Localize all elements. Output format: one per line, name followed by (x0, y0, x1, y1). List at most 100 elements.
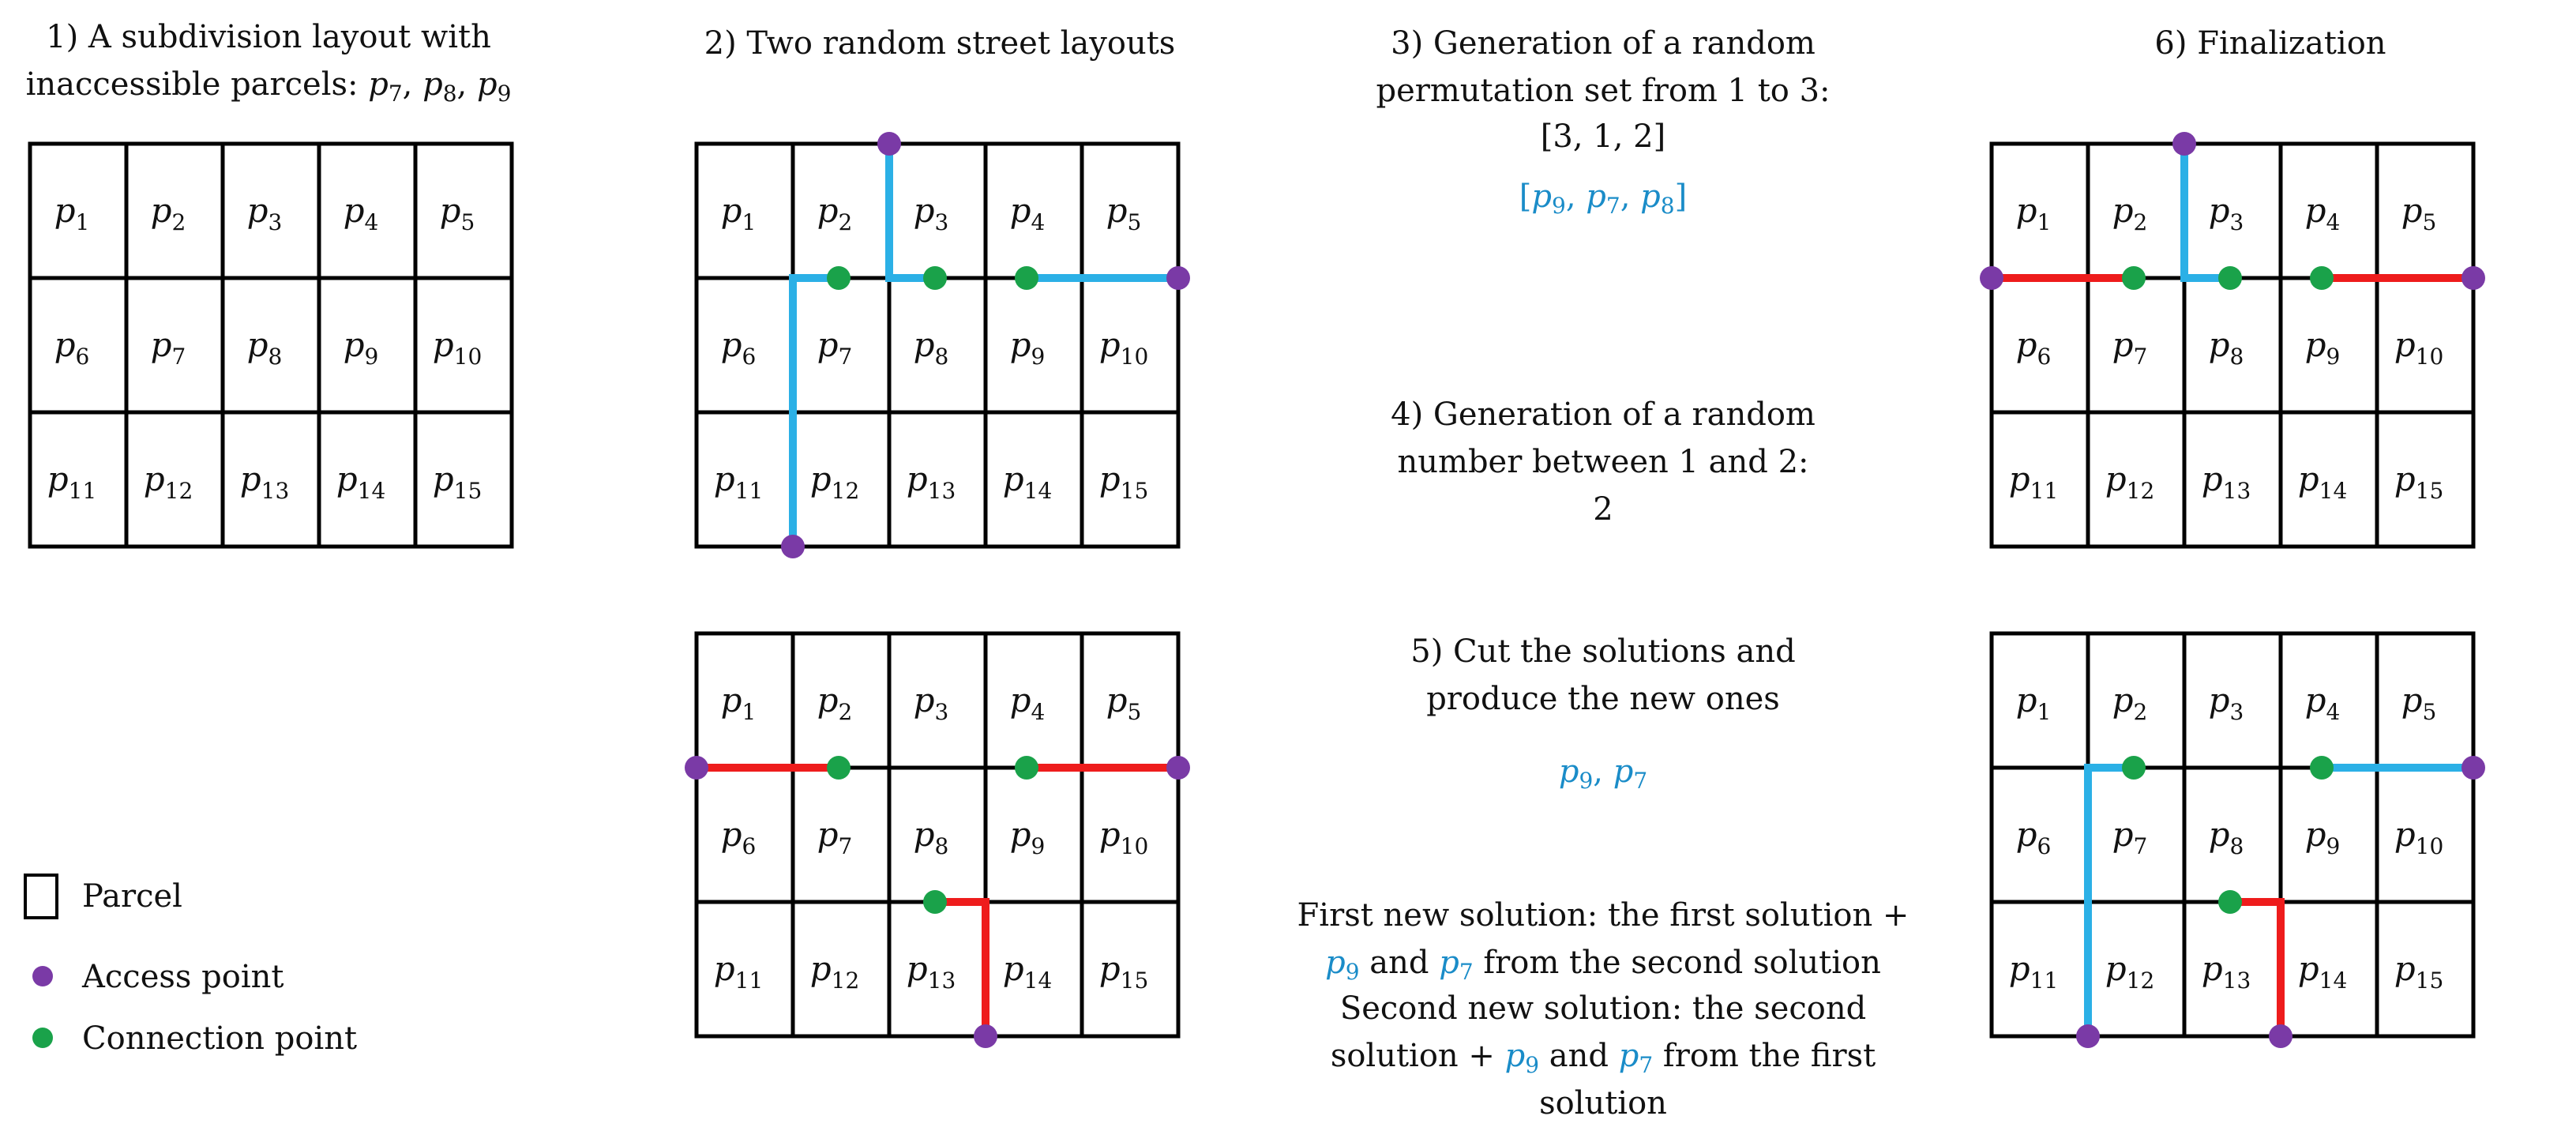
panel3-caption-line1: 3) Generation of a random (1391, 25, 1816, 62)
connection-point (923, 266, 947, 290)
parcel-label-p13: p13 (2202, 949, 2251, 994)
parcel-label-p1: p1 (721, 681, 757, 725)
parcel-label-p13: p13 (907, 949, 956, 994)
parcel-label-p7: p7 (817, 325, 853, 370)
parcel-label-p10: p10 (433, 325, 483, 370)
parcel-label-p9: p9 (2305, 815, 2341, 859)
legend: Parcel Access point Connection point (24, 874, 357, 1057)
explanation-line1: First new solution: the first solution + (1297, 897, 1909, 934)
connection-point (923, 890, 947, 914)
parcel-label-p12: p12 (144, 460, 193, 504)
legend-access-label: Access point (81, 959, 284, 995)
parcel-label-p15: p15 (1099, 949, 1149, 994)
parcel-label-p5: p5 (440, 191, 475, 235)
grid-border-e (1989, 631, 2476, 1039)
parcel-label-p12: p12 (2105, 460, 2155, 504)
access-point (974, 1024, 997, 1048)
parcel-label-p15: p15 (2394, 949, 2444, 994)
connection-point (2310, 756, 2334, 780)
parcel-label-p10: p10 (1099, 325, 1149, 370)
parcel-label-p7: p7 (2112, 325, 2148, 370)
parcel-label-p1: p1 (2016, 681, 2052, 725)
parcel-label-p5: p5 (2401, 681, 2437, 725)
parcel-label-p10: p10 (2394, 815, 2444, 859)
parcel-label-p13: p13 (2202, 460, 2251, 504)
permutation-sequence: [p9, p7, p8] (1519, 178, 1687, 219)
connection-point (2218, 890, 2242, 914)
panel5-caption-line2: produce the new ones (1426, 681, 1780, 717)
parcel-label-p3: p3 (914, 191, 949, 235)
parcel-label-p14: p14 (1003, 460, 1053, 504)
panel3-caption-line2: permutation set from 1 to 3: (1376, 73, 1830, 109)
access-point (2461, 266, 2485, 290)
access-point (2269, 1024, 2292, 1048)
parcel-label-p3: p3 (2209, 681, 2244, 725)
panel4-caption-line3: 2 (1593, 491, 1613, 528)
street-blue-segment (2084, 764, 2134, 1036)
parcel-label-p1: p1 (721, 191, 757, 235)
parcel-label-p8: p8 (2209, 815, 2244, 859)
parcel-label-p4: p4 (1010, 191, 1046, 235)
grid-border-a (28, 141, 514, 549)
parcel-label-p9: p9 (344, 325, 379, 370)
parcel-label-p9: p9 (1010, 815, 1046, 859)
parcel-label-p12: p12 (2105, 949, 2155, 994)
parcel-label-p2: p2 (2112, 191, 2148, 235)
connection-point (2122, 266, 2146, 290)
access-point (1980, 266, 2003, 290)
legend-parcel-label: Parcel (82, 878, 182, 915)
grid-border-c (694, 631, 1181, 1039)
parcel-label-p6: p6 (2016, 815, 2052, 859)
connection-point (827, 266, 851, 290)
parcel-label-p11: p11 (47, 460, 97, 504)
street-red-segment (935, 898, 989, 1036)
explanation-line3: Second new solution: the second (1340, 990, 1866, 1027)
grid-border-d (1989, 141, 2476, 549)
panel1-caption-line1: 1) A subdivision layout with (46, 19, 491, 55)
parcel-label-p14: p14 (2298, 460, 2348, 504)
parcel-label-p3: p3 (247, 191, 283, 235)
panel1-caption-line2: inaccessible parcels: p7, p8, p9 (26, 66, 512, 107)
parcel-label-p4: p4 (2305, 191, 2341, 235)
explanation: First new solution: the first solution +… (1297, 897, 1909, 1122)
street-red-segment (2230, 898, 2285, 1036)
parcel-label-p11: p11 (2009, 460, 2059, 504)
access-point (685, 756, 708, 780)
panel5-caption-line1: 5) Cut the solutions and (1410, 633, 1795, 670)
parcel-label-p9: p9 (1010, 325, 1046, 370)
connection-point (1015, 756, 1038, 780)
panel4-caption-line2: number between 1 and 2: (1398, 444, 1809, 480)
connection-point (827, 756, 851, 780)
parcel-label-p13: p13 (907, 460, 956, 504)
parcel-label-p8: p8 (247, 325, 283, 370)
parcel-label-p4: p4 (1010, 681, 1046, 725)
parcel-label-p11: p11 (2009, 949, 2059, 994)
parcel-label-p5: p5 (1106, 681, 1142, 725)
parcel-label-p14: p14 (336, 460, 386, 504)
legend-connection-label: Connection point (82, 1020, 357, 1057)
parcel-label-p4: p4 (2305, 681, 2341, 725)
parcel-label-p7: p7 (2112, 815, 2148, 859)
access-point (2076, 1024, 2100, 1048)
parcel-label-p6: p6 (54, 325, 90, 370)
parcel-label-p13: p13 (240, 460, 290, 504)
access-point (781, 535, 805, 558)
access-point (877, 132, 901, 156)
connection-point (2122, 756, 2146, 780)
parcel-label-p4: p4 (344, 191, 379, 235)
parcel-label-p14: p14 (2298, 949, 2348, 994)
parcel-label-p15: p15 (2394, 460, 2444, 504)
connection-point (1015, 266, 1038, 290)
parcel-label-p8: p8 (914, 815, 949, 859)
explanation-line4: solution + p9 and p7 from the first (1331, 1038, 1876, 1078)
parcel-label-p5: p5 (2401, 191, 2437, 235)
parcel-label-p9: p9 (2305, 325, 2341, 370)
panel2-caption: 2) Two random street layouts (704, 25, 1176, 62)
parcel-label-p5: p5 (1106, 191, 1142, 235)
parcel-label-p2: p2 (817, 681, 853, 725)
grid-border-b (694, 141, 1181, 549)
connection-point (2310, 266, 2334, 290)
